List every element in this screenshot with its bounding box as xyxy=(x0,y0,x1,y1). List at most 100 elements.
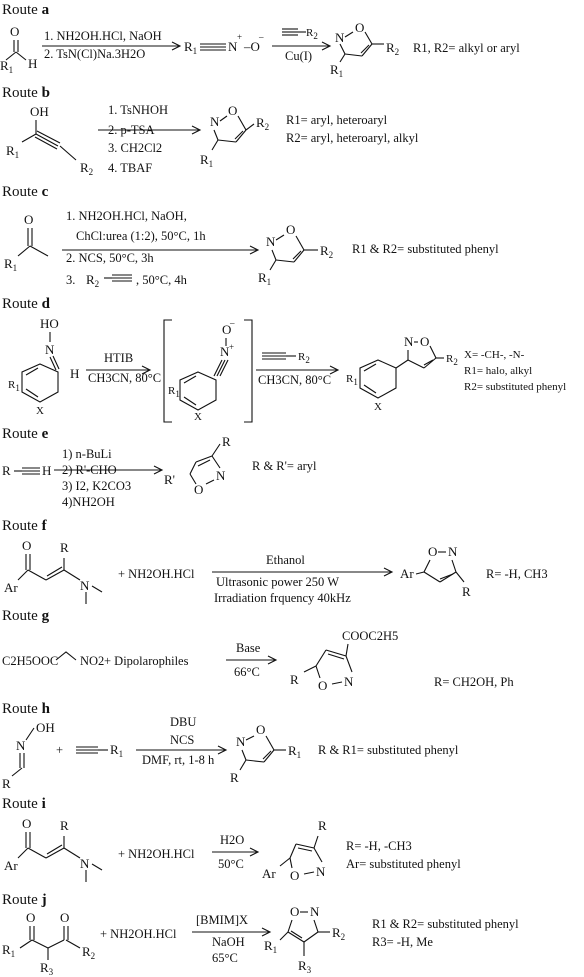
svg-text:R: R xyxy=(2,776,11,791)
route-c-condition-4: 3. xyxy=(66,273,75,287)
svg-text:R3: R3 xyxy=(298,958,312,975)
svg-text:X: X xyxy=(194,411,202,423)
route-h-oxidant: NCS xyxy=(170,733,194,747)
route-g: Route g C2H5OOC NO2 + Dipolarophiles Bas… xyxy=(2,608,514,693)
svg-text:R2: R2 xyxy=(82,944,95,961)
svg-text:N: N xyxy=(344,674,354,689)
svg-text:R1: R1 xyxy=(330,62,343,79)
svg-text:N: N xyxy=(216,468,226,483)
svg-text:O: O xyxy=(22,538,31,553)
route-i-isoxazole: R N O Ar xyxy=(262,818,327,883)
svg-text:R2: R2 xyxy=(332,925,345,942)
svg-text:R1: R1 xyxy=(184,39,197,56)
route-h-alkyne: R1 xyxy=(76,742,123,759)
svg-text:R1: R1 xyxy=(258,270,271,287)
svg-text:H: H xyxy=(42,463,51,478)
svg-text:O: O xyxy=(24,212,33,227)
route-d-note-1: X= -CH-, -N- xyxy=(464,349,525,361)
svg-text:R1: R1 xyxy=(264,938,277,955)
svg-text:N: N xyxy=(335,30,345,45)
svg-text:R2: R2 xyxy=(386,40,399,57)
route-c-aldehyde: O R1 xyxy=(4,212,49,273)
svg-text:R': R' xyxy=(164,472,175,487)
route-d-note-2: R1= halo, alkyl xyxy=(464,365,532,377)
route-j-temperature: 65°C xyxy=(212,951,238,965)
svg-text:O: O xyxy=(228,103,237,118)
route-g-nitro: NO2 xyxy=(80,654,104,668)
svg-text:O: O xyxy=(290,868,299,883)
svg-text:–O: –O xyxy=(243,39,260,54)
svg-text:R: R xyxy=(222,434,231,449)
svg-text:OH: OH xyxy=(36,720,55,735)
svg-text:+: + xyxy=(229,342,234,352)
svg-text:N: N xyxy=(310,904,320,919)
svg-text:R3: R3 xyxy=(40,960,54,977)
route-j-reagent: + NH2OH.HCl xyxy=(100,927,177,941)
route-c: Route c O R1 1. NH2OH.HCl, NaOH, ChCl:ur… xyxy=(2,184,499,289)
route-a-note: R1, R2= alkyl or aryl xyxy=(413,41,520,55)
svg-text:O: O xyxy=(26,910,35,925)
svg-text:R1: R1 xyxy=(0,58,13,75)
route-a-title: Route a xyxy=(2,2,50,18)
svg-text:R2: R2 xyxy=(80,160,93,177)
route-b-condition-3: 3. CH2Cl2 xyxy=(108,141,162,155)
route-b-propargyl-alcohol: OH R1 R2 xyxy=(6,104,93,177)
svg-text:R1: R1 xyxy=(200,152,213,169)
svg-text:R2: R2 xyxy=(298,351,310,365)
svg-text:R2: R2 xyxy=(306,27,318,41)
route-e-alkyne: R H xyxy=(2,463,51,478)
route-b-isoxazole: N O R2 R1 xyxy=(200,103,269,169)
route-j-note-1: R1 & R2= substituted phenyl xyxy=(372,917,519,931)
route-j-isoxazole: O N R2 R1 R3 xyxy=(264,904,345,975)
svg-text:O: O xyxy=(355,20,364,35)
svg-text:R: R xyxy=(60,818,69,833)
svg-text:R2: R2 xyxy=(446,353,458,367)
route-a-condition-1: 1. NH2OH.HCl, NaOH xyxy=(44,29,162,43)
route-i: Route i O Ar R N + NH2OH.HCl H2O 50°C R … xyxy=(2,796,461,883)
route-g-methylene xyxy=(55,651,77,661)
route-a-isoxazole: N O R2 R1 xyxy=(330,20,399,79)
svg-text:HO: HO xyxy=(40,316,59,331)
route-i-temperature: 50°C xyxy=(218,857,244,871)
route-i-solvent: H2O xyxy=(220,833,244,847)
route-f-isoxazole: Ar O N R xyxy=(400,544,471,599)
svg-text:R: R xyxy=(60,540,69,555)
svg-text:O: O xyxy=(420,334,429,349)
route-b-note-2: R2= aryl, heteroaryl, alkyl xyxy=(286,131,419,145)
svg-text:O: O xyxy=(222,322,231,337)
route-i-enaminone: O Ar R N xyxy=(4,816,103,882)
svg-text:N: N xyxy=(16,738,26,753)
route-g-isoxazole: COOC2H5 N O R xyxy=(290,629,398,693)
svg-text:N: N xyxy=(45,342,55,357)
svg-text:R1: R1 xyxy=(6,143,19,160)
svg-text:O: O xyxy=(290,904,299,919)
svg-text:Ar: Ar xyxy=(4,580,18,595)
route-b-condition-1: 1. TsNHOH xyxy=(108,103,168,117)
route-f-condition-2: Irradiation frquency 40kHz xyxy=(214,591,351,605)
svg-text:R: R xyxy=(318,818,327,833)
route-d-oxime: HO N H R1 X xyxy=(8,316,79,417)
svg-text:–: – xyxy=(229,318,235,328)
route-e-condition-4: 4)NH2OH xyxy=(62,495,115,509)
route-j-diketone: O R1 R3 O R2 xyxy=(2,910,95,977)
route-d-title: Route d xyxy=(2,296,51,312)
route-e-condition-3: 3) I2, K2CO3 xyxy=(62,479,131,493)
route-e-note: R & R'= aryl xyxy=(252,459,317,473)
svg-text:O: O xyxy=(318,678,327,693)
svg-text:N: N xyxy=(404,334,414,349)
svg-text:R2: R2 xyxy=(256,115,269,132)
svg-text:H: H xyxy=(28,56,37,71)
svg-text:R: R xyxy=(230,770,239,785)
svg-text:X: X xyxy=(36,405,44,417)
route-g-base: Base xyxy=(236,641,261,655)
svg-text:O: O xyxy=(428,544,437,559)
route-g-reactant: C2H5OOC xyxy=(2,654,58,668)
svg-text:+: + xyxy=(237,32,242,42)
route-a-alkyne: R2 xyxy=(282,27,318,41)
route-j-note-2: R3= -H, Me xyxy=(372,935,433,949)
svg-text:Ar: Ar xyxy=(262,866,276,881)
route-d: Route d HO N H R1 X HTIB CH3CN, 80°C O– … xyxy=(2,296,566,423)
route-b-note-1: R1= aryl, heteroaryl xyxy=(286,113,388,127)
route-c-condition-3: 2. NCS, 50°C, 3h xyxy=(66,251,154,265)
